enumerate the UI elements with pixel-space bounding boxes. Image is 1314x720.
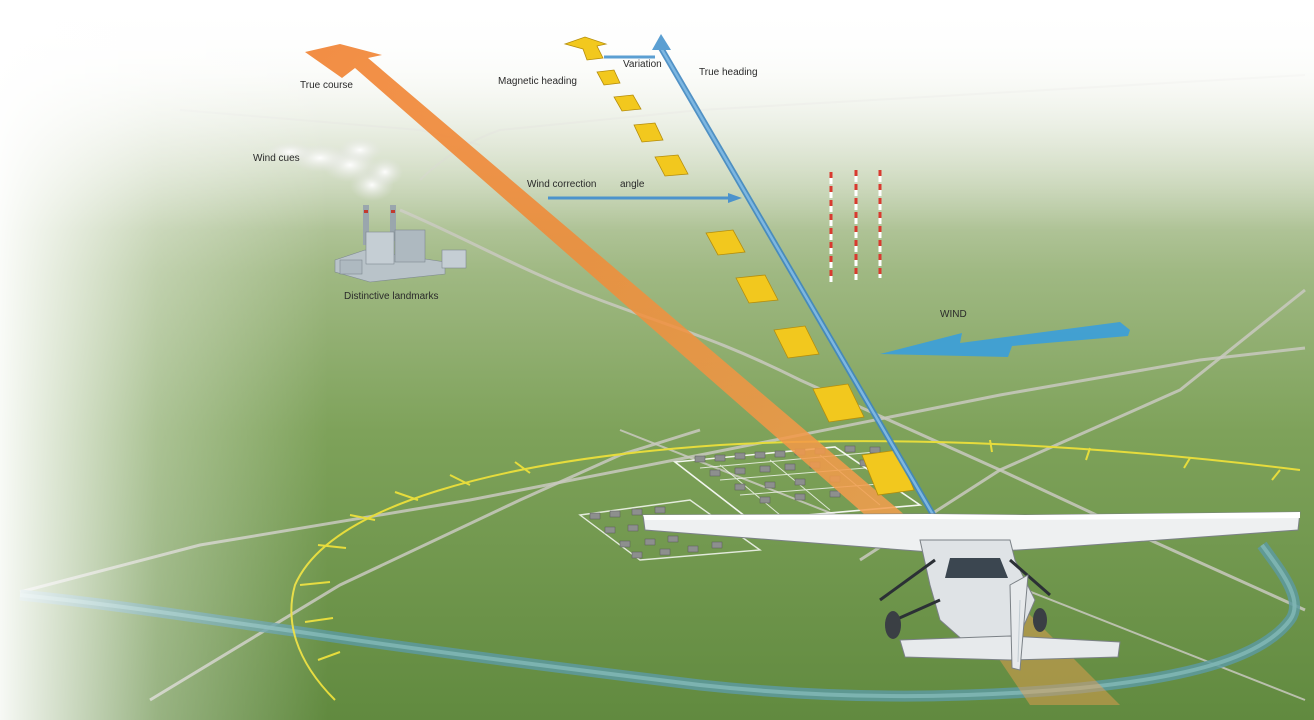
true-heading-label: True heading	[699, 67, 758, 78]
wind-cues-label: Wind cues	[253, 153, 300, 164]
variation-label: Variation	[623, 59, 662, 70]
magnetic-heading-marks	[563, 36, 915, 496]
power-plant	[334, 205, 467, 283]
aircraft	[642, 511, 1301, 671]
smoke-plume	[266, 138, 403, 201]
wind-correction-angle-label: angle	[620, 179, 645, 190]
wind-label: WIND	[940, 309, 967, 320]
distinctive-landmarks-label: Distinctive landmarks	[344, 291, 439, 302]
wind-correction-label: Wind correction	[527, 179, 597, 190]
magnetic-heading-label: Magnetic heading	[498, 76, 577, 87]
true-heading-line	[652, 34, 938, 520]
wind-correction-arrow	[548, 193, 742, 203]
true-course-label: True course	[300, 80, 353, 91]
true-course-arrow	[305, 44, 920, 528]
wind-arrow	[880, 322, 1130, 357]
